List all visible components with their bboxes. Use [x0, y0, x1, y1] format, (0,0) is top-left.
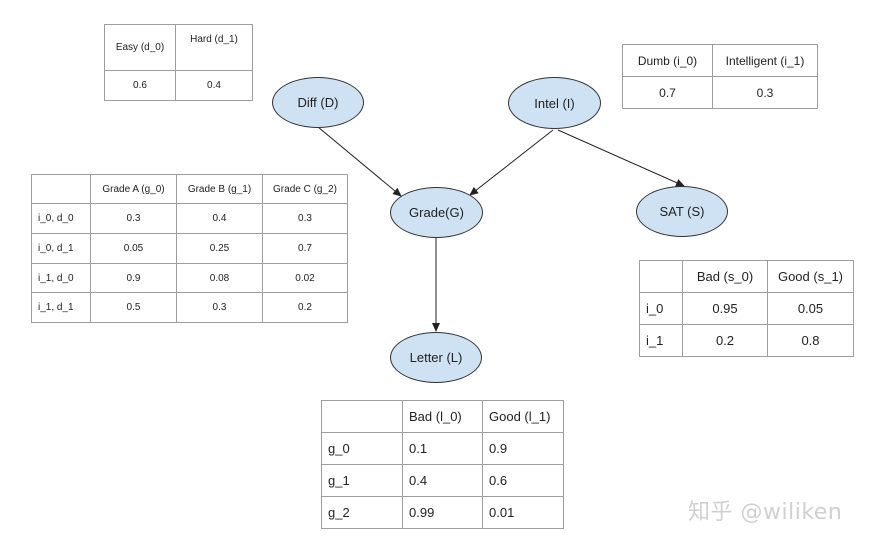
- table-cell: 0.4: [176, 203, 263, 234]
- node-grade-label: Grade(G): [409, 205, 464, 220]
- table-row-label: i_0: [639, 292, 683, 325]
- node-difficulty-label: Diff (D): [297, 95, 339, 110]
- sat-cpt-table: Bad (s_0) Good (s_1) i_0 0.95 0.05 i_1 0…: [639, 260, 854, 357]
- edge-intel-to-grade: [469, 129, 554, 196]
- table-row: 0.6 0.4: [104, 70, 253, 101]
- table-header-cell: [639, 260, 683, 293]
- table-cell: 0.6: [482, 464, 564, 497]
- table-header-cell: Bad (l_0): [402, 400, 483, 433]
- table-header-cell: [321, 400, 403, 433]
- node-sat-label: SAT (S): [659, 204, 705, 219]
- table-cell: 0.9: [90, 263, 177, 293]
- table-row: i_0 0.95 0.05: [639, 292, 854, 325]
- table-header-cell: Good (l_1): [482, 400, 564, 433]
- table-header-row: Bad (s_0) Good (s_1): [639, 260, 854, 293]
- table-row: i_1 0.2 0.8: [639, 324, 854, 357]
- table-cell: 0.02: [262, 263, 348, 293]
- node-intelligence-label: Intel (I): [534, 95, 575, 111]
- node-grade: Grade(G): [390, 187, 483, 238]
- edge-intel-to-sat: [557, 129, 685, 187]
- node-letter: Letter (L): [390, 332, 482, 383]
- table-row-label: i_0, d_1: [31, 233, 91, 264]
- table-header-row: Easy (d_0) Hard (d_1): [104, 24, 253, 71]
- table-cell: 0.9: [482, 432, 564, 465]
- table-header-row: Bad (l_0) Good (l_1): [321, 400, 564, 433]
- table-row: i_0, d_0 0.3 0.4 0.3: [31, 203, 348, 234]
- table-header-cell: Grade C (g_2): [262, 174, 348, 204]
- table-cell: 0.08: [176, 263, 263, 293]
- table-header-cell: Intelligent (i_1): [712, 44, 818, 77]
- table-header-row: Grade A (g_0) Grade B (g_1) Grade C (g_2…: [31, 174, 348, 204]
- table-row: i_1, d_1 0.5 0.3 0.2: [31, 292, 348, 323]
- table-row-label: i_0, d_0: [31, 203, 91, 234]
- table-header-cell: Grade B (g_1): [176, 174, 263, 204]
- table-header-cell: Dumb (i_0): [622, 44, 713, 77]
- table-cell: 0.1: [402, 432, 483, 465]
- letter-cpt-table: Bad (l_0) Good (l_1) g_0 0.1 0.9 g_1 0.4…: [321, 400, 564, 529]
- node-difficulty: Diff (D): [272, 77, 364, 128]
- node-letter-label: Letter (L): [409, 350, 463, 365]
- table-cell: 0.5: [90, 292, 177, 323]
- table-cell: 0.4: [402, 464, 483, 497]
- table-header-cell: Hard (d_1): [175, 24, 253, 71]
- grade-cpt-table: Grade A (g_0) Grade B (g_1) Grade C (g_2…: [31, 174, 348, 323]
- table-cell: 0.05: [90, 233, 177, 264]
- watermark: 知乎 @wiliken: [688, 500, 843, 525]
- table-cell: 0.7: [622, 76, 713, 109]
- table-cell: 0.7: [262, 233, 348, 264]
- table-cell: 0.2: [262, 292, 348, 323]
- table-cell: 0.95: [682, 292, 768, 325]
- table-row: g_2 0.99 0.01: [321, 496, 564, 529]
- table-row: g_1 0.4 0.6: [321, 464, 564, 497]
- table-cell: 0.3: [176, 292, 263, 323]
- table-header-cell: Easy (d_0): [104, 24, 176, 71]
- table-row: i_0, d_1 0.05 0.25 0.7: [31, 233, 348, 264]
- table-row-label: g_1: [321, 464, 403, 497]
- table-cell: 0.8: [767, 324, 854, 357]
- table-header-row: Dumb (i_0) Intelligent (i_1): [622, 44, 818, 77]
- edge-diff-to-grade: [317, 126, 402, 197]
- table-cell: 0.99: [402, 496, 483, 529]
- table-header-cell: [31, 174, 91, 204]
- node-intelligence: Intel (I): [508, 77, 601, 129]
- table-cell: 0.05: [767, 292, 854, 325]
- table-cell: 0.25: [176, 233, 263, 264]
- table-row: g_0 0.1 0.9: [321, 432, 564, 465]
- table-cell: 0.6: [104, 70, 176, 101]
- difficulty-cpt-table: Easy (d_0) Hard (d_1) 0.6 0.4: [104, 24, 253, 101]
- table-row: 0.7 0.3: [622, 76, 818, 109]
- table-cell: 0.4: [175, 70, 253, 101]
- table-row-label: i_1, d_0: [31, 263, 91, 293]
- table-cell: 0.3: [262, 203, 348, 234]
- intelligence-cpt-table: Dumb (i_0) Intelligent (i_1) 0.7 0.3: [622, 44, 818, 109]
- table-header-cell: Good (s_1): [767, 260, 854, 293]
- table-header-cell: Grade A (g_0): [90, 174, 177, 204]
- table-cell: 0.3: [712, 76, 818, 109]
- node-sat: SAT (S): [636, 186, 728, 237]
- table-cell: 0.2: [682, 324, 768, 357]
- table-row-label: g_0: [321, 432, 403, 465]
- table-header-cell: Bad (s_0): [682, 260, 768, 293]
- table-cell: 0.01: [482, 496, 564, 529]
- table-row-label: i_1, d_1: [31, 292, 91, 323]
- table-row-label: g_2: [321, 496, 403, 529]
- table-row: i_1, d_0 0.9 0.08 0.02: [31, 263, 348, 293]
- table-row-label: i_1: [639, 324, 683, 357]
- table-cell: 0.3: [90, 203, 177, 234]
